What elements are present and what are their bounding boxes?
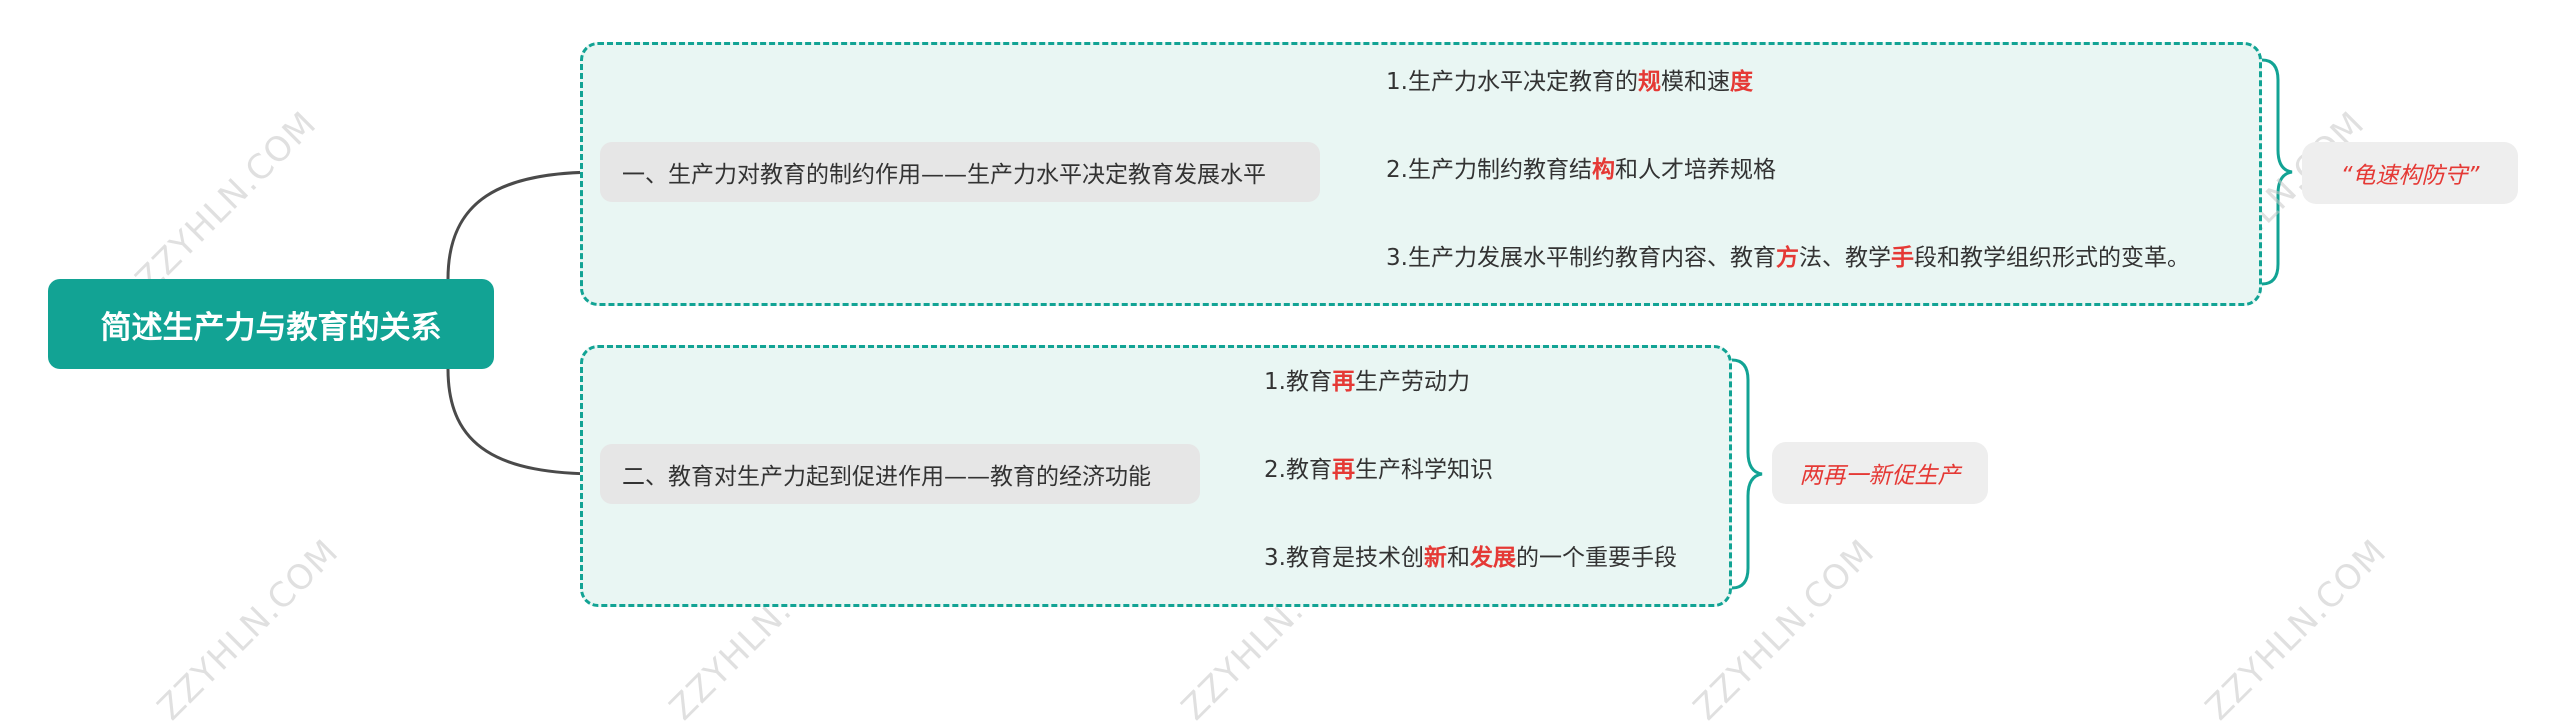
connector-root-section-2 bbox=[446, 368, 601, 476]
keyword-highlight: 再 bbox=[1331, 369, 1355, 395]
item-text: 2.生产力制约教育结 bbox=[1386, 157, 1592, 183]
brace-summary-1 bbox=[2261, 58, 2293, 286]
brace-summary-2 bbox=[1731, 358, 1763, 590]
section-2-item-2[interactable]: 2.教育再生产科学知识 bbox=[1264, 455, 1493, 485]
keyword-highlight: 规 bbox=[1637, 69, 1661, 95]
keyword-highlight: 度 bbox=[1729, 69, 1753, 95]
item-text: 的一个重要手段 bbox=[1515, 545, 1677, 571]
section-1-item-3[interactable]: 3.生产力发展水平制约教育内容、教育方法、教学手段和教学组织形式的变革。 bbox=[1386, 243, 2190, 273]
section-1-title: 一、生产力对教育的制约作用——生产力水平决定教育发展水平 bbox=[622, 162, 1266, 188]
item-text: 3.教育是技术创 bbox=[1264, 545, 1424, 571]
item-text: 2.教育 bbox=[1264, 457, 1332, 483]
section-1-item-2[interactable]: 2.生产力制约教育结构和人才培养规格 bbox=[1386, 155, 1776, 185]
summary-node-2[interactable]: 两再一新促生产 bbox=[1772, 442, 1988, 504]
keyword-highlight: 方 bbox=[1775, 245, 1799, 271]
item-text: 生产劳动力 bbox=[1354, 369, 1470, 395]
section-1-node[interactable]: 一、生产力对教育的制约作用——生产力水平决定教育发展水平 bbox=[600, 142, 1320, 202]
item-text: 3.生产力发展水平制约教育内容、教育 bbox=[1386, 245, 1776, 271]
section-2-title: 二、教育对生产力起到促进作用——教育的经济功能 bbox=[622, 464, 1151, 490]
item-text: 法、教学 bbox=[1798, 245, 1891, 271]
keyword-highlight: 构 bbox=[1591, 157, 1615, 183]
section-2-node[interactable]: 二、教育对生产力起到促进作用——教育的经济功能 bbox=[600, 444, 1200, 504]
item-text: 和人才培养规格 bbox=[1614, 157, 1776, 183]
section-2-item-1[interactable]: 1.教育再生产劳动力 bbox=[1264, 367, 1470, 397]
summary-node-1[interactable]: “龟速构防守” bbox=[2302, 142, 2518, 204]
item-text: 1.教育 bbox=[1264, 369, 1332, 395]
item-text: 1.生产力水平决定教育的 bbox=[1386, 69, 1638, 95]
item-text: 生产科学知识 bbox=[1354, 457, 1493, 483]
keyword-highlight: 发展 bbox=[1469, 545, 1516, 571]
keyword-highlight: 手 bbox=[1890, 245, 1914, 271]
item-text: 模和速 bbox=[1660, 69, 1730, 95]
summary-text: 两再一新促生产 bbox=[1799, 463, 1961, 489]
section-2-item-3[interactable]: 3.教育是技术创新和发展的一个重要手段 bbox=[1264, 543, 1677, 573]
summary-text: “龟速构防守” bbox=[2340, 163, 2480, 189]
root-title: 简述生产力与教育的关系 bbox=[100, 309, 442, 346]
item-text: 和 bbox=[1446, 545, 1470, 571]
keyword-highlight: 新 bbox=[1423, 545, 1447, 571]
root-node[interactable]: 简述生产力与教育的关系 bbox=[48, 279, 494, 369]
item-text: 段和教学组织形式的变革。 bbox=[1913, 245, 2190, 271]
keyword-highlight: 再 bbox=[1331, 457, 1355, 483]
section-1-item-1[interactable]: 1.生产力水平决定教育的规模和速度 bbox=[1386, 67, 1753, 97]
connector-root-section-1 bbox=[446, 170, 601, 280]
